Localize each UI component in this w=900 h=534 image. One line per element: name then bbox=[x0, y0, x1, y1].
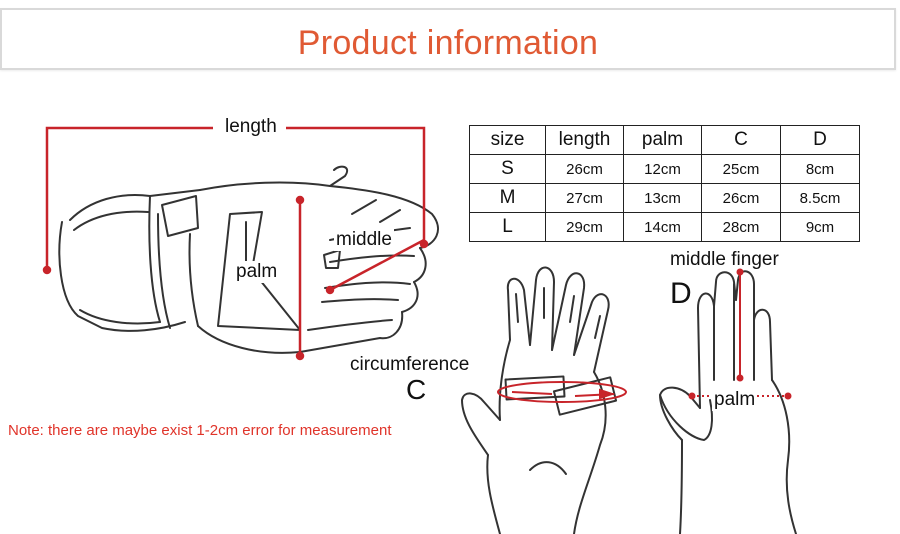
circumference-label: circumference bbox=[350, 354, 470, 375]
table-row: L 29cm 14cm 28cm 9cm bbox=[469, 212, 860, 242]
size-table-header: C bbox=[701, 125, 781, 155]
table-cell: 27cm bbox=[545, 183, 624, 213]
table-cell: 9cm bbox=[780, 212, 860, 242]
header-banner: Product information bbox=[0, 8, 896, 70]
glove-illustration bbox=[58, 165, 439, 354]
middle-finger-label: middle finger bbox=[670, 249, 779, 270]
size-table-header: D bbox=[780, 125, 860, 155]
table-cell: L bbox=[469, 212, 546, 242]
size-table: size length palm C D S 26cm 12cm 25cm 8c… bbox=[469, 125, 860, 242]
measurement-note: Note: there are maybe exist 1-2cm error … bbox=[8, 422, 392, 439]
table-cell: 26cm bbox=[545, 154, 624, 184]
glove-measure-lines bbox=[42, 126, 429, 361]
table-cell: 29cm bbox=[545, 212, 624, 242]
c-letter-label: C bbox=[406, 374, 427, 405]
middle-label: middle bbox=[334, 229, 394, 251]
table-row: S 26cm 12cm 25cm 8cm bbox=[469, 154, 860, 184]
size-table-header-row: size length palm C D bbox=[469, 125, 860, 155]
table-cell: 8cm bbox=[780, 154, 860, 184]
middle-finger-illustration bbox=[659, 270, 797, 534]
page-title: Product information bbox=[297, 24, 599, 62]
table-row: M 27cm 13cm 26cm 8.5cm bbox=[469, 183, 860, 213]
size-table-header: palm bbox=[623, 125, 702, 155]
table-cell: 14cm bbox=[623, 212, 702, 242]
table-cell: 28cm bbox=[701, 212, 781, 242]
d-letter-label: D bbox=[670, 277, 692, 310]
table-cell: S bbox=[469, 154, 546, 184]
table-cell: 25cm bbox=[701, 154, 781, 184]
table-cell: M bbox=[469, 183, 546, 213]
size-table-header: size bbox=[469, 125, 546, 155]
table-cell: 8.5cm bbox=[780, 183, 860, 213]
finger-measure-lines bbox=[688, 268, 792, 400]
palm-measure-lines bbox=[497, 381, 627, 403]
palm-width-label: palm bbox=[712, 389, 758, 411]
table-cell: 13cm bbox=[623, 183, 702, 213]
table-cell: 26cm bbox=[701, 183, 781, 213]
table-cell: 12cm bbox=[623, 154, 702, 184]
size-table-header: length bbox=[545, 125, 624, 155]
length-label: length bbox=[222, 116, 280, 138]
palm-label: palm bbox=[234, 261, 280, 283]
